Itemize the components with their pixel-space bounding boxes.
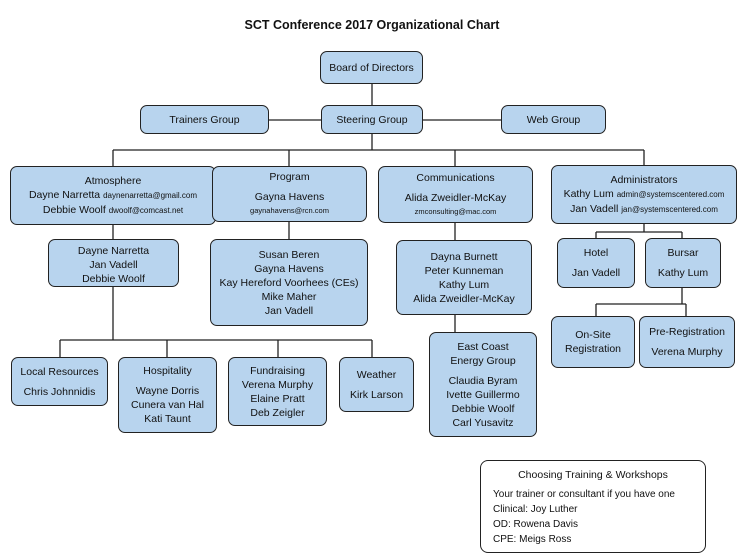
- notes-line: OD: Rowena Davis: [493, 519, 579, 530]
- east-coast-title-2: Energy Group: [450, 354, 516, 367]
- steering-group-box[interactable]: Steering Group: [321, 105, 423, 134]
- communications-team-member: Dayna Burnett: [430, 250, 498, 263]
- atmosphere-email-1: daynenarretta@gmail.com: [103, 190, 198, 200]
- atmosphere-title: Atmosphere: [84, 174, 142, 187]
- east-coast-member: Carl Yusavitz: [452, 416, 514, 429]
- program-team-member: Mike Maher: [261, 290, 317, 303]
- administrators-email-1: admin@systemscentered.com: [616, 189, 725, 199]
- bursar-name: Kathy Lum: [657, 267, 709, 279]
- web-label: Web Group: [526, 113, 581, 126]
- program-title: Program: [269, 171, 310, 183]
- atmosphere-person-1: Dayne Narretta daynenarretta@gmail.com: [29, 188, 197, 203]
- steering-label: Steering Group: [336, 113, 408, 126]
- communications-lead-email: zmconsulting@mac.com: [414, 206, 497, 216]
- hospitality-member: Wayne Dorris: [135, 385, 200, 397]
- on-site-registration-box[interactable]: On-Site Registration: [551, 316, 635, 368]
- communications-lead-name: Alida Zweidler-McKay: [404, 191, 507, 204]
- fundraising-member: Elaine Pratt: [250, 392, 305, 405]
- communications-box[interactable]: Communications Alida Zweidler-McKay zmco…: [378, 166, 533, 223]
- hotel-title: Hotel: [583, 247, 609, 259]
- east-coast-member: Claudia Byram: [448, 374, 518, 387]
- atmosphere-email-2: dwoolf@comcast.net: [108, 205, 184, 215]
- local-resources-box[interactable]: Local Resources Chris Johnnidis: [11, 357, 108, 406]
- atmosphere-team-member: Dayne Narretta: [77, 245, 150, 257]
- hotel-box[interactable]: Hotel Jan Vadell: [557, 238, 635, 288]
- notes-line: Your trainer or consultant if you have o…: [493, 489, 675, 500]
- atmosphere-team-member: Debbie Woolf: [82, 273, 145, 285]
- program-team-member: Kay Hereford Voorhees (CEs): [219, 276, 359, 289]
- bursar-box[interactable]: Bursar Kathy Lum: [645, 238, 721, 288]
- administrators-title: Administrators: [610, 173, 678, 186]
- program-team-member: Gayna Havens: [254, 262, 324, 275]
- hospitality-box[interactable]: Hospitality Wayne Dorris Cunera van Hal …: [118, 357, 217, 433]
- pre-registration-name: Verena Murphy: [651, 346, 723, 358]
- communications-team-member: Alida Zweidler-McKay: [413, 292, 515, 305]
- hospitality-title: Hospitality: [143, 365, 192, 377]
- fundraising-member: Deb Zeigler: [250, 406, 305, 419]
- weather-box[interactable]: Weather Kirk Larson: [339, 357, 414, 412]
- program-lead-email: gaynahavens@rcn.com: [250, 206, 329, 215]
- hospitality-member: Kati Taunt: [144, 413, 191, 425]
- local-resources-title: Local Resources: [20, 365, 99, 378]
- atmosphere-team-member: Jan Vadell: [89, 259, 138, 271]
- trainers-group-box[interactable]: Trainers Group: [140, 105, 269, 134]
- board-label: Board of Directors: [329, 61, 414, 74]
- notes-title: Choosing Training & Workshops: [518, 469, 668, 481]
- fundraising-member: Verena Murphy: [241, 378, 314, 391]
- weather-name: Kirk Larson: [349, 388, 404, 401]
- notes-line: CPE: Meigs Ross: [493, 534, 572, 545]
- hotel-name: Jan Vadell: [571, 267, 621, 279]
- atmosphere-person-2: Debbie Woolf dwoolf@comcast.net: [43, 203, 183, 218]
- administrators-name-1: Kathy Lum: [563, 187, 614, 200]
- web-group-box[interactable]: Web Group: [501, 105, 606, 134]
- chart-title: SCT Conference 2017 Organizational Chart: [244, 18, 500, 32]
- communications-team-member: Peter Kunneman: [424, 264, 504, 277]
- trainers-label: Trainers Group: [169, 113, 240, 126]
- on-site-line-2: Registration: [564, 343, 622, 355]
- notes-line: Clinical: Joy Luther: [493, 504, 578, 515]
- board-of-directors-box[interactable]: Board of Directors: [320, 51, 423, 84]
- fundraising-title: Fundraising: [250, 364, 305, 377]
- east-coast-member: Debbie Woolf: [451, 402, 515, 415]
- atmosphere-team-box[interactable]: Dayne Narretta Jan Vadell Debbie Woolf: [48, 239, 179, 287]
- administrators-person-1: Kathy Lum admin@systemscentered.com: [564, 187, 725, 202]
- administrators-name-2: Jan Vadell: [570, 202, 619, 215]
- administrators-box[interactable]: Administrators Kathy Lum admin@systemsce…: [551, 165, 737, 224]
- program-lead-name: Gayna Havens: [254, 191, 325, 203]
- program-team-box[interactable]: Susan Beren Gayna Havens Kay Hereford Vo…: [210, 239, 368, 326]
- east-coast-member: Ivette Guillermo: [446, 388, 520, 401]
- on-site-line-1: On-Site: [575, 329, 611, 341]
- training-notes-box: Choosing Training & Workshops Your train…: [480, 460, 706, 553]
- administrators-email-2: jan@systemscentered.com: [621, 204, 718, 214]
- pre-registration-title: Pre-Registration: [649, 326, 725, 338]
- communications-team-member: Kathy Lum: [438, 278, 490, 291]
- program-team-member: Jan Vadell: [264, 304, 314, 317]
- atmosphere-box[interactable]: Atmosphere Dayne Narretta daynenarretta@…: [10, 166, 216, 225]
- atmosphere-name-2: Debbie Woolf: [42, 203, 106, 216]
- communications-team-box[interactable]: Dayna Burnett Peter Kunneman Kathy Lum A…: [396, 240, 532, 315]
- communications-title: Communications: [416, 171, 495, 184]
- hospitality-member: Cunera van Hal: [131, 399, 204, 411]
- program-box[interactable]: Program Gayna Havens gaynahavens@rcn.com: [212, 166, 367, 222]
- east-coast-energy-group-box[interactable]: East Coast Energy Group Claudia Byram Iv…: [429, 332, 537, 437]
- atmosphere-name-1: Dayne Narretta: [28, 188, 101, 201]
- fundraising-box[interactable]: Fundraising Verena Murphy Elaine Pratt D…: [228, 357, 327, 426]
- program-team-member: Susan Beren: [258, 248, 320, 261]
- east-coast-title-1: East Coast: [457, 340, 509, 353]
- weather-title: Weather: [356, 368, 397, 381]
- bursar-title: Bursar: [667, 247, 699, 259]
- administrators-person-2: Jan Vadell jan@systemscentered.com: [570, 202, 718, 217]
- local-resources-name: Chris Johnnidis: [23, 385, 96, 398]
- pre-registration-box[interactable]: Pre-Registration Verena Murphy: [639, 316, 735, 368]
